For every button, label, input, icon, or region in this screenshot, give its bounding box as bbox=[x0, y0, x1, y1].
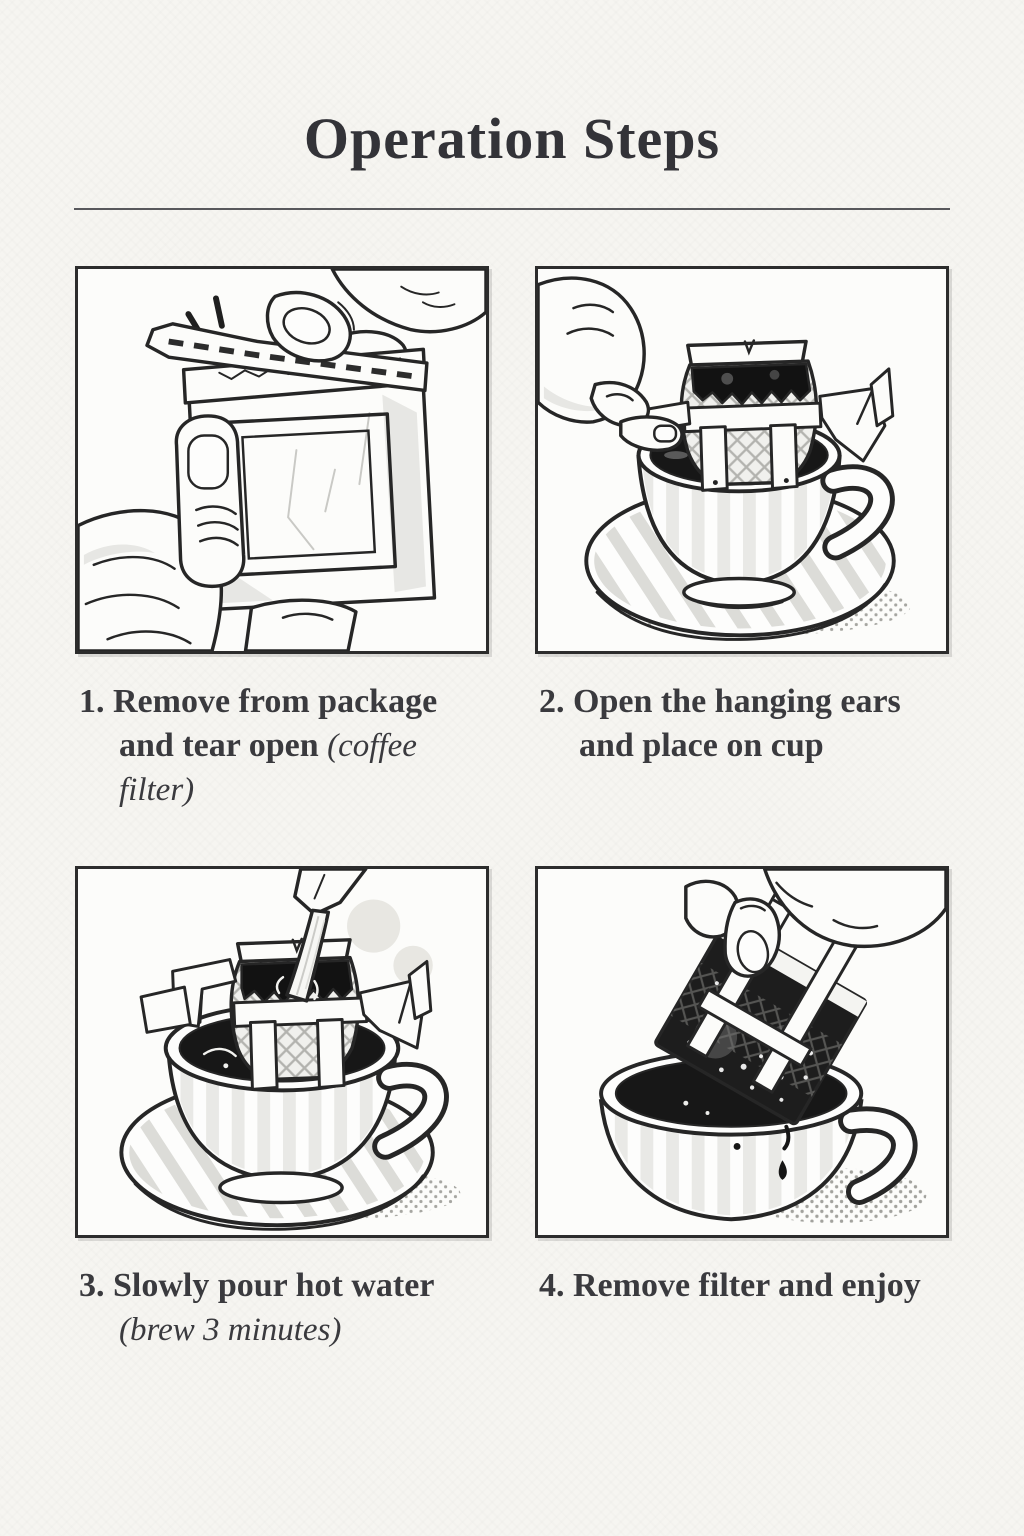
drip-filter-bag bbox=[629, 339, 895, 492]
drip-drops bbox=[733, 1124, 791, 1180]
step-1-caption: 1. Remove from package and tear open (co… bbox=[79, 680, 489, 812]
step-2-illustration place-filter-on-cup-icon bbox=[538, 276, 911, 641]
cup-foot bbox=[218, 1171, 344, 1205]
step-3-panel bbox=[75, 866, 489, 1238]
step-2-caption-line2: and place on cup bbox=[579, 727, 824, 764]
pinching-finger bbox=[265, 290, 355, 363]
holding-hand bbox=[78, 414, 358, 651]
tear-strip bbox=[145, 322, 429, 393]
step-1-caption-line2: and tear open (coffee filter) bbox=[119, 727, 417, 808]
step-4-caption: 4. Remove filter and enjoy bbox=[539, 1264, 949, 1352]
page-title: Operation Steps bbox=[303, 106, 721, 171]
step-1-caption-note: (coffee filter) bbox=[119, 728, 417, 808]
step-2-caption: 2. Open the hanging ears and place on cu… bbox=[539, 680, 949, 812]
step-4-panel bbox=[535, 866, 949, 1238]
step-3-illustration pour-hot-water-icon bbox=[119, 869, 461, 1231]
steps-grid: 1. Remove from package and tear open (co… bbox=[75, 266, 949, 1352]
steam bbox=[347, 899, 433, 986]
kettle-spout-icon bbox=[293, 869, 368, 916]
step-3-caption-note: (brew 3 minutes) bbox=[119, 1312, 342, 1348]
step-2-panel bbox=[535, 266, 949, 654]
step-3-caption-line2: (brew 3 minutes) bbox=[79, 1308, 489, 1352]
step-1-panel bbox=[75, 266, 489, 654]
step-3-caption: 3. Slowly pour hot water (brew 3 minutes… bbox=[79, 1264, 489, 1352]
removing-hand bbox=[684, 869, 946, 978]
placing-hand bbox=[538, 276, 684, 452]
step-1-illustration tear-open-package-icon bbox=[78, 269, 486, 651]
removed-filter-bag bbox=[654, 880, 868, 1126]
step-1-caption-line1: 1. Remove from package bbox=[79, 683, 438, 720]
step-4-illustration remove-filter-icon bbox=[598, 869, 946, 1224]
coffee-grounds bbox=[690, 362, 812, 406]
water-stream bbox=[275, 908, 331, 1003]
step-4-caption-line1: 4. Remove filter and enjoy bbox=[539, 1267, 921, 1304]
step-3-caption-line1: 3. Slowly pour hot water bbox=[79, 1267, 435, 1304]
step-2-caption-line1: 2. Open the hanging ears bbox=[539, 683, 901, 720]
title-divider bbox=[74, 208, 950, 210]
cup-foot bbox=[682, 576, 796, 608]
